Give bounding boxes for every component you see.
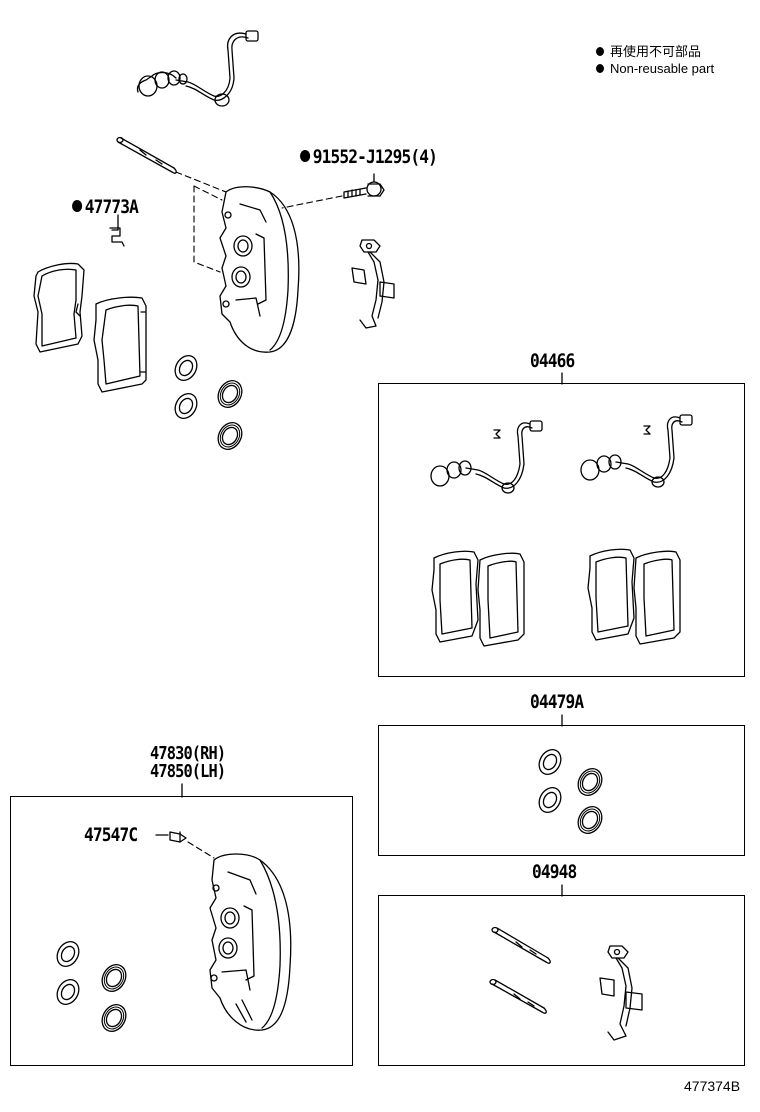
pad-wear-sensor-part[interactable] [430,420,543,494]
callout-clip[interactable]: 47773A [72,198,139,217]
piston-seal-part[interactable] [535,784,565,817]
brake-pad-part[interactable] [587,548,635,641]
piston-seal-part[interactable] [53,976,83,1009]
kit-label-04479A[interactable]: 04479A [530,691,584,713]
pad-pin-part[interactable] [489,978,547,1014]
piston-seal-part[interactable] [53,938,83,971]
non-reusable-dot-icon [300,150,311,162]
non-reusable-dot-icon [72,200,83,212]
kit-label-04948[interactable]: 04948 [532,861,577,883]
kit-box-04466 [378,383,745,677]
figure-number: 477374B [684,1078,741,1094]
brake-pad-part[interactable] [477,552,525,647]
brake-caliper-part[interactable] [209,853,292,1031]
pad-wear-sensor-part[interactable] [580,414,693,488]
legend-item-en: Non-reusable part [596,60,714,77]
brake-pad-part[interactable] [93,296,147,393]
piston-seal-part[interactable] [97,1000,130,1035]
pad-pin-part[interactable] [491,926,551,964]
brake-pad-part[interactable] [633,550,681,645]
brake-pad-part[interactable] [431,550,479,643]
callout-caliper-assy-rh[interactable]: 47830(RH) [150,743,226,764]
piston-seal-part[interactable] [171,390,201,423]
pad-wear-sensor-part[interactable] [136,30,259,107]
callout-caliper-assy-lh[interactable]: 47850(LH) [150,761,226,782]
piston-seal-part[interactable] [573,764,606,799]
piston-seal-part[interactable] [97,960,130,995]
caliper-bolt-part[interactable] [281,173,385,209]
piston-seal-part[interactable] [213,376,246,411]
kit-label-04466[interactable]: 04466 [530,350,575,372]
piston-seal-part[interactable] [535,746,565,779]
brake-pad-part[interactable] [33,262,85,353]
brake-caliper-part[interactable] [193,185,300,353]
legend-item-jp: 再使用不可部品 [596,43,714,60]
kit-box-04948 [378,895,745,1066]
piston-seal-part[interactable] [171,352,201,385]
anti-rattle-spring-part[interactable] [599,945,643,1041]
filled-dot-icon [596,64,604,73]
piston-seal-part[interactable] [213,418,246,453]
callout-bleeder[interactable]: 47547C [84,824,138,846]
kit-box-04479A [378,725,745,856]
filled-dot-icon [596,47,604,56]
legend: 再使用不可部品 Non-reusable part [596,43,714,77]
callout-bolt[interactable]: 91552-J1295(4) [300,148,438,167]
anti-rattle-spring-part[interactable] [351,239,395,329]
piston-seal-part[interactable] [573,802,606,837]
pad-pin-part[interactable] [116,136,227,193]
caliper-assy-box [10,796,353,1066]
sensor-clip-part[interactable] [109,214,125,247]
bleeder-plug-part[interactable] [155,831,215,859]
